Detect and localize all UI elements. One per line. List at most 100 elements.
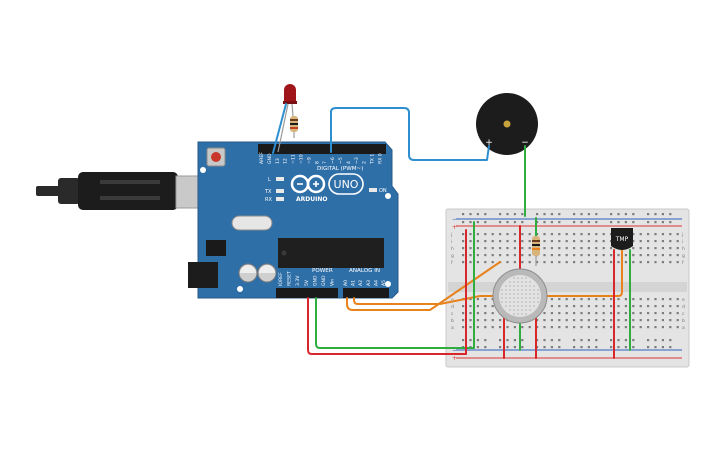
rail-hole[interactable] [610,221,613,224]
breadboard-hole[interactable] [536,261,539,264]
breadboard-hole[interactable] [573,261,576,264]
rail-hole[interactable] [558,339,561,342]
breadboard-hole[interactable] [565,298,568,301]
breadboard-hole[interactable] [565,233,568,236]
breadboard-hole[interactable] [647,326,650,329]
breadboard-hole[interactable] [602,312,605,315]
breadboard-hole[interactable] [647,319,650,322]
breadboard-hole[interactable] [469,240,472,243]
rail-hole[interactable] [587,221,590,224]
breadboard-hole[interactable] [565,254,568,257]
breadboard-hole[interactable] [654,240,657,243]
breadboard-hole[interactable] [647,233,650,236]
breadboard-hole[interactable] [676,254,679,257]
rail-hole[interactable] [580,346,583,349]
rail-hole[interactable] [536,213,539,216]
breadboard-hole[interactable] [661,233,664,236]
breadboard-hole[interactable] [491,233,494,236]
breadboard-hole[interactable] [476,319,479,322]
breadboard-hole[interactable] [462,326,465,329]
rail-hole[interactable] [506,346,509,349]
breadboard-hole[interactable] [580,326,583,329]
breadboard-hole[interactable] [624,298,627,301]
rail-hole[interactable] [669,221,672,224]
breadboard-hole[interactable] [580,240,583,243]
breadboard-hole[interactable] [661,326,664,329]
rail-hole[interactable] [550,213,553,216]
breadboard-hole[interactable] [506,326,509,329]
breadboard-hole[interactable] [469,312,472,315]
rail-hole[interactable] [521,221,524,224]
rail-hole[interactable] [513,221,516,224]
rail-hole[interactable] [543,213,546,216]
breadboard-hole[interactable] [587,312,590,315]
breadboard-hole[interactable] [469,247,472,250]
breadboard-hole[interactable] [632,247,635,250]
rail-hole[interactable] [499,221,502,224]
breadboard-hole[interactable] [558,254,561,257]
rail-hole[interactable] [543,339,546,342]
power-header[interactable] [276,288,338,298]
breadboard-hole[interactable] [610,261,613,264]
wire-green-gnd[interactable] [315,297,475,349]
breadboard-hole[interactable] [676,326,679,329]
breadboard-hole[interactable] [669,298,672,301]
breadboard-hole[interactable] [669,261,672,264]
rail-hole[interactable] [632,221,635,224]
breadboard-hole[interactable] [595,305,598,308]
breadboard-hole[interactable] [580,254,583,257]
rail-hole[interactable] [484,213,487,216]
breadboard-hole[interactable] [676,305,679,308]
breadboard-hole[interactable] [476,326,479,329]
breadboard-hole[interactable] [543,240,546,243]
rail-hole[interactable] [499,213,502,216]
rail-hole[interactable] [669,339,672,342]
breadboard-hole[interactable] [624,312,627,315]
rail-hole[interactable] [587,339,590,342]
breadboard-hole[interactable] [595,247,598,250]
breadboard-hole[interactable] [587,261,590,264]
breadboard-hole[interactable] [484,326,487,329]
breadboard-hole[interactable] [573,305,576,308]
breadboard-hole[interactable] [513,233,516,236]
breadboard-hole[interactable] [476,247,479,250]
breadboard-hole[interactable] [661,247,664,250]
rail-hole[interactable] [513,213,516,216]
breadboard-hole[interactable] [595,319,598,322]
breadboard-hole[interactable] [513,240,516,243]
breadboard-hole[interactable] [647,247,650,250]
breadboard-hole[interactable] [550,312,553,315]
breadboard-hole[interactable] [580,261,583,264]
rail-hole[interactable] [573,346,576,349]
breadboard-hole[interactable] [565,240,568,243]
breadboard-hole[interactable] [558,298,561,301]
rail-hole[interactable] [595,213,598,216]
rail-hole[interactable] [624,346,627,349]
breadboard-hole[interactable] [676,240,679,243]
breadboard-hole[interactable] [602,305,605,308]
breadboard-hole[interactable] [624,319,627,322]
breadboard-hole[interactable] [528,233,531,236]
breadboard-hole[interactable] [654,261,657,264]
breadboard-hole[interactable] [462,319,465,322]
breadboard-hole[interactable] [506,254,509,257]
rail-hole[interactable] [654,346,657,349]
breadboard-hole[interactable] [676,247,679,250]
breadboard-hole[interactable] [476,233,479,236]
breadboard-hole[interactable] [654,298,657,301]
rail-hole[interactable] [587,213,590,216]
breadboard-hole[interactable] [669,233,672,236]
led-resistor[interactable] [290,116,298,138]
breadboard-hole[interactable] [654,319,657,322]
rail-hole[interactable] [654,339,657,342]
breadboard-hole[interactable] [617,326,620,329]
breadboard-hole[interactable] [573,319,576,322]
breadboard-hole[interactable] [654,254,657,257]
rail-hole[interactable] [476,346,479,349]
breadboard-hole[interactable] [661,305,664,308]
rail-hole[interactable] [484,346,487,349]
rail-hole[interactable] [624,213,627,216]
rail-hole[interactable] [462,213,465,216]
breadboard-hole[interactable] [647,312,650,315]
rail-hole[interactable] [521,213,524,216]
